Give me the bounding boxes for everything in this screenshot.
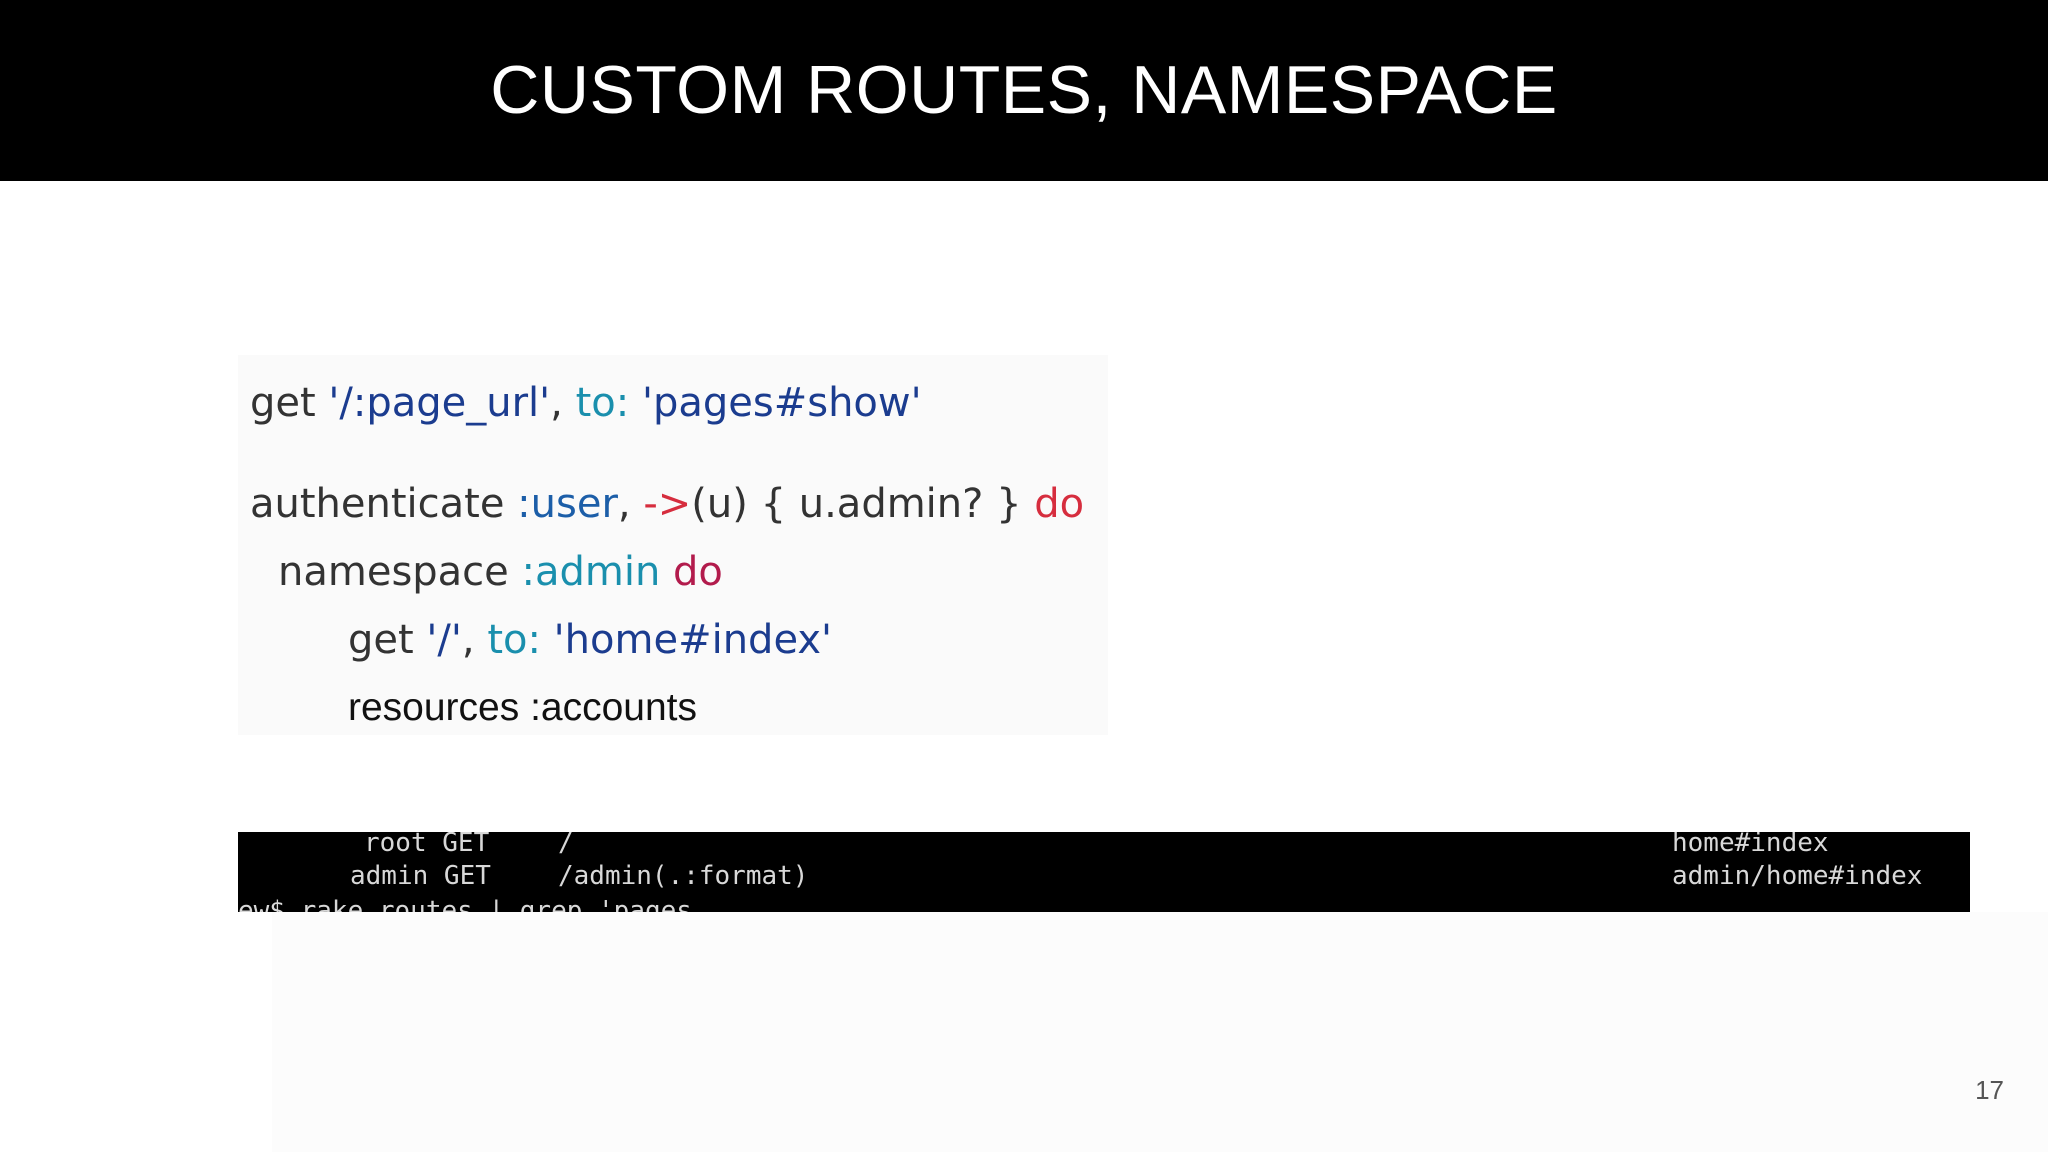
code-line-resources: resources :accounts: [348, 686, 698, 729]
code-token: get: [348, 617, 427, 663]
terminal-route-action: admin/home#index: [1672, 861, 1923, 891]
code-token: [660, 549, 673, 595]
code-token: ,: [550, 380, 576, 426]
terminal-screenshot: root GET / home#index admin GET /admin(.…: [238, 832, 1970, 912]
code-token: get: [250, 380, 329, 426]
code-line-get-root: get '/', to: 'home#index': [348, 620, 832, 660]
terminal-route-name-verb: root GET: [364, 832, 490, 858]
code-block: [238, 355, 1108, 735]
terminal-route-path: /: [558, 832, 574, 858]
terminal-command-line: ew$ rake routes | grep 'pages: [238, 896, 692, 912]
code-token: 'pages#show': [641, 380, 922, 426]
slide-title: CUSTOM ROUTES, NAMESPACE: [490, 52, 1558, 128]
code-token: '/': [426, 617, 462, 663]
code-token: :admin: [521, 549, 661, 595]
code-token: ,: [461, 617, 488, 663]
code-token: ,: [617, 481, 644, 527]
code-line-authenticate: authenticate :user, ->(u) { u.admin? } d…: [250, 484, 1084, 524]
code-token: to:: [487, 617, 554, 663]
code-token: ->: [643, 481, 692, 527]
code-token: do: [1034, 481, 1085, 527]
terminal-route-path: /admin(.:format): [558, 861, 809, 891]
code-token: namespace: [278, 549, 522, 595]
code-line-namespace: namespace :admin do: [278, 552, 723, 592]
page-number: 17: [1975, 1075, 2004, 1105]
code-token: authenticate: [250, 481, 518, 527]
terminal-route-action: home#index: [1672, 832, 1829, 858]
lower-blank-area: [272, 912, 2048, 1152]
code-token: to:: [575, 380, 642, 426]
terminal-route-name-verb: admin GET: [350, 861, 491, 891]
code-token: do: [673, 549, 723, 595]
code-token: (u) { u.admin? }: [691, 481, 1035, 527]
code-token: '/:page_url': [328, 380, 551, 426]
code-line-get-page-url: get '/:page_url', to: 'pages#show': [250, 383, 922, 423]
code-token: 'home#index': [553, 617, 833, 663]
code-token: :user: [517, 481, 618, 527]
title-bar: [0, 0, 2048, 181]
